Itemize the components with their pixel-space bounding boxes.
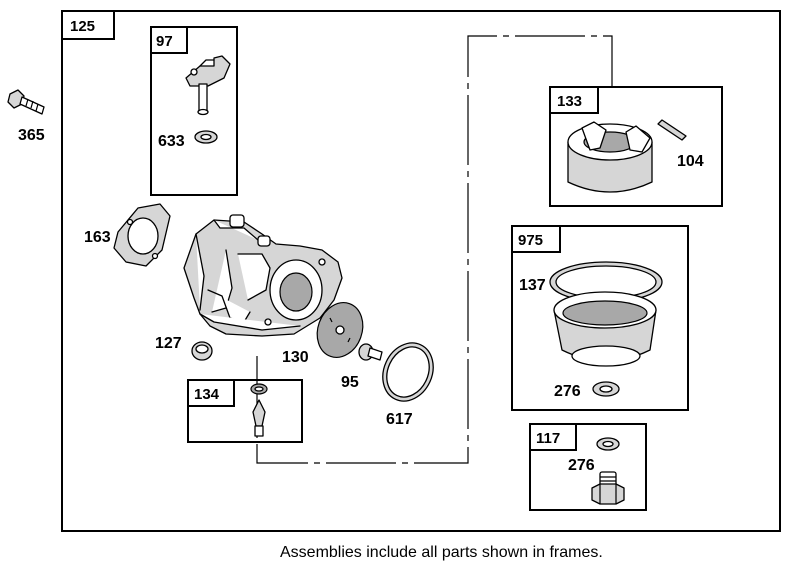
frame-134-tag: 134	[194, 386, 220, 403]
frame-133	[549, 86, 723, 207]
washer-276-nut	[596, 437, 620, 451]
frame-134-tag-box	[187, 379, 235, 407]
float-133	[567, 121, 653, 193]
label-163: 163	[84, 229, 111, 246]
frame-97-tag: 97	[156, 33, 173, 50]
footnote: Assemblies include all parts shown in fr…	[280, 544, 603, 561]
label-104: 104	[677, 153, 704, 170]
label-95: 95	[341, 374, 359, 391]
label-276-nut: 276	[568, 457, 595, 474]
label-127: 127	[155, 335, 182, 352]
label-130: 130	[282, 349, 309, 366]
plug-127	[191, 341, 213, 361]
bolt-365	[7, 89, 45, 115]
label-276-bowl: 276	[554, 383, 581, 400]
frame-975	[511, 225, 689, 411]
frame-117-tag-box	[529, 423, 577, 451]
needle-valve-134	[250, 383, 268, 437]
frame-133-tag-box	[549, 86, 599, 114]
frame-97	[150, 26, 238, 196]
frame-117	[529, 423, 647, 511]
frame-97-tag-box	[150, 26, 188, 54]
carburetor-body	[183, 214, 343, 337]
washer-276-bowl	[592, 381, 620, 397]
label-365: 365	[18, 127, 45, 144]
washer-633	[194, 130, 218, 144]
frame-975-tag: 975	[518, 232, 543, 249]
label-137: 137	[519, 277, 546, 294]
frame-134	[187, 379, 303, 443]
frame-125	[61, 10, 781, 532]
frame-975-tag-box	[511, 225, 561, 253]
float-pin-104	[657, 119, 687, 141]
frame-133-tag: 133	[557, 93, 582, 110]
throttle-valve-part	[185, 55, 231, 116]
gasket-163	[113, 203, 171, 267]
frame-125-tag: 125	[70, 18, 95, 35]
connector-line	[256, 35, 613, 464]
bowl-nut-117	[591, 471, 625, 505]
o-ring-617	[382, 342, 434, 402]
label-633: 633	[158, 133, 185, 150]
float-bowl-gasket-137	[549, 261, 663, 303]
float-bowl-975	[553, 291, 657, 367]
label-617: 617	[386, 411, 413, 428]
frame-125-tag-box	[61, 10, 115, 40]
screw-95	[358, 343, 383, 361]
frame-117-tag: 117	[536, 430, 560, 447]
diaphragm-130	[316, 302, 364, 358]
